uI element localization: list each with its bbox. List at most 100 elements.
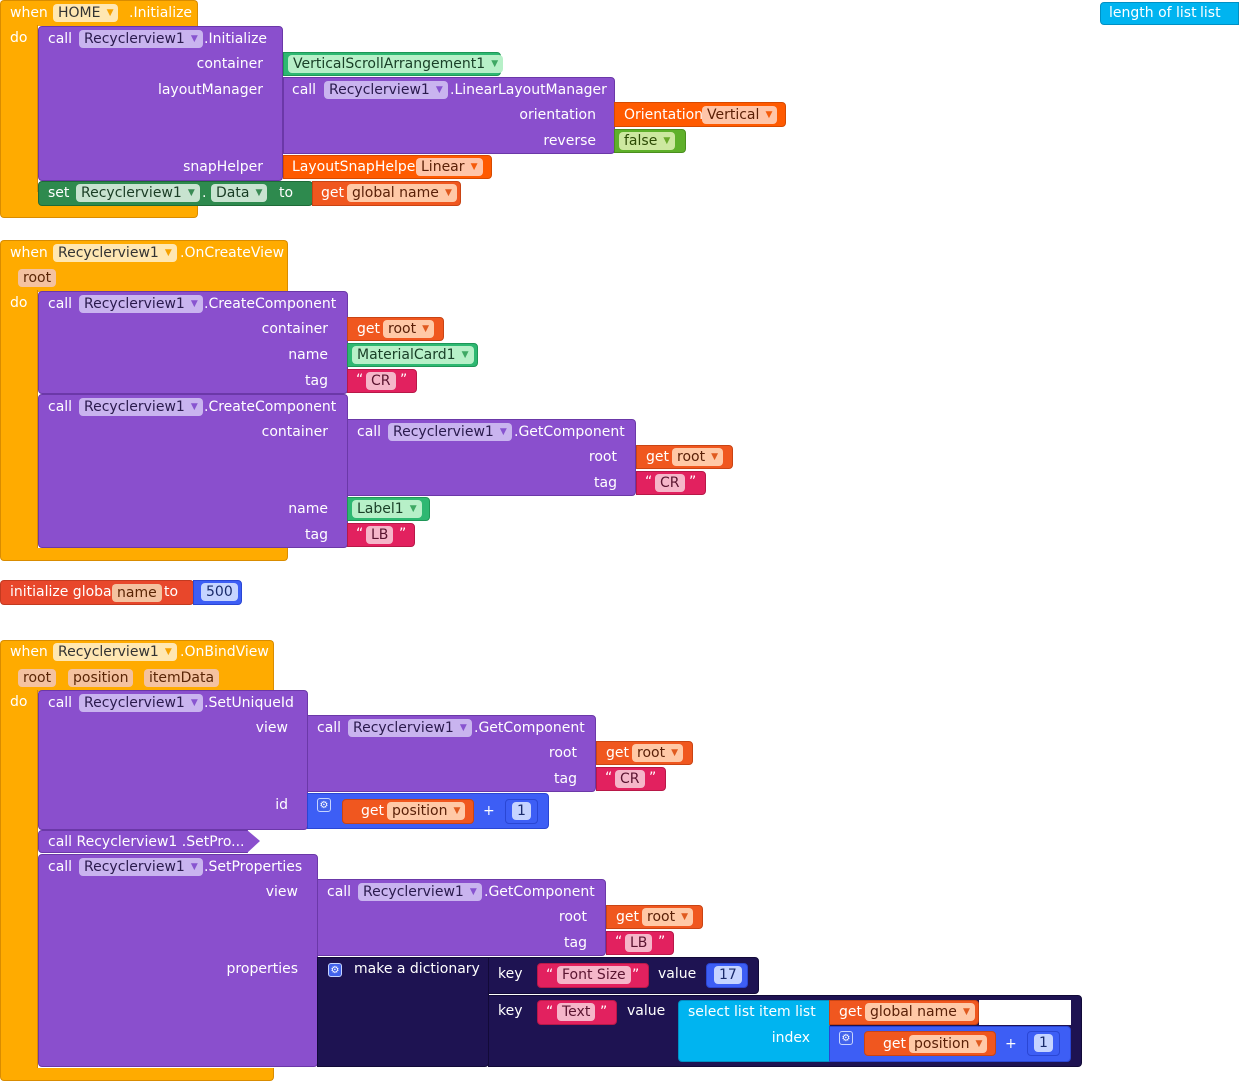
quote-open-icon: “ [615, 934, 623, 950]
dot-label: . [202, 185, 207, 201]
name-label-2: name [288, 501, 328, 517]
component-dropdown-verticalscroll[interactable]: VerticalScrollArrangement1 [288, 55, 504, 73]
reverse-label: reverse [543, 133, 596, 149]
global-var-name-field[interactable]: name [112, 584, 162, 602]
when-home-initialize-body [0, 25, 38, 193]
get-label-7: get [839, 1004, 862, 1020]
recyclerview-dropdown-4[interactable]: Recyclerview1 [79, 398, 203, 416]
get-label-4: get [606, 745, 629, 761]
snap-dropdown[interactable]: Linear [416, 158, 483, 176]
mutator-gear-icon-3[interactable]: ⚙ [839, 1031, 853, 1045]
text-cr[interactable]: CR [366, 372, 396, 390]
get-label-2: get [357, 321, 380, 337]
param-root[interactable]: root [18, 269, 57, 287]
set-label: set [48, 185, 70, 201]
orientation-dropdown[interactable]: Vertical [702, 106, 778, 124]
root-label-2: root [548, 745, 577, 761]
number-500[interactable]: 500 [201, 583, 238, 601]
recyclerview-dropdown-7[interactable]: Recyclerview1 [348, 719, 472, 737]
tag-label: tag [305, 373, 328, 389]
call-initialize-block[interactable] [38, 26, 283, 181]
text-font-size[interactable]: Font Size [557, 966, 631, 984]
text-cr-3[interactable]: CR [615, 770, 645, 788]
recyclerview-dropdown-3[interactable]: Recyclerview1 [79, 295, 203, 313]
variable-dropdown-position[interactable]: position [387, 802, 466, 820]
text-cr-2[interactable]: CR [655, 474, 685, 492]
call-label-2: call [292, 82, 317, 98]
method-initialize: .Initialize [204, 31, 268, 47]
collapsed-block-label: call Recyclerview1 .SetPro... [48, 834, 245, 850]
event-name-initialize: .Initialize [129, 5, 193, 21]
recyclerview-dropdown-6[interactable]: Recyclerview1 [79, 694, 203, 712]
variable-dropdown-global-name-2[interactable]: global name [865, 1003, 975, 1021]
make-dictionary-block[interactable] [317, 957, 489, 1067]
plus-operator-2: + [1005, 1036, 1017, 1052]
variable-dropdown-root[interactable]: root [383, 320, 435, 338]
recyclerview-dropdown-9[interactable]: Recyclerview1 [358, 883, 482, 901]
id-label: id [275, 797, 288, 813]
param-itemdata[interactable]: itemData [144, 669, 220, 687]
component-dropdown-materialcard[interactable]: MaterialCard1 [352, 346, 474, 364]
container-label: container [196, 56, 263, 72]
text-text[interactable]: Text [557, 1003, 596, 1021]
variable-dropdown-position-2[interactable]: position [909, 1035, 988, 1053]
number-17[interactable]: 17 [714, 966, 742, 984]
layoutmanager-label: layoutManager [157, 82, 263, 98]
set-property-dropdown[interactable]: Data [211, 184, 268, 202]
number-1-2[interactable]: 1 [1034, 1034, 1053, 1052]
recyclerview-dropdown[interactable]: Recyclerview1 [79, 30, 203, 48]
mutator-gear-icon[interactable]: ⚙ [317, 798, 331, 812]
call-label-9: call [327, 884, 352, 900]
value-label-2: value [627, 1003, 666, 1019]
quote-open-icon: “ [356, 372, 364, 388]
quote-close-icon: ” [400, 372, 408, 388]
variable-dropdown-root-3[interactable]: root [632, 744, 684, 762]
method-create-component-2: .CreateComponent [204, 399, 337, 415]
create-component-block-2[interactable] [38, 394, 348, 548]
recyclerview-dropdown-8[interactable]: Recyclerview1 [79, 858, 203, 876]
when-oncreateview-body [0, 290, 38, 552]
do-label-2: do [10, 295, 28, 311]
call-label-3: call [48, 296, 73, 312]
text-lb[interactable]: LB [366, 526, 394, 544]
list-socket-label: list [1200, 5, 1221, 21]
mutator-gear-icon-2[interactable]: ⚙ [328, 963, 342, 977]
root-label: root [588, 449, 617, 465]
when-label-2: when [10, 245, 48, 261]
variable-dropdown-root-4[interactable]: root [642, 908, 694, 926]
method-set-unique-id: .SetUniqueId [204, 695, 294, 711]
text-lb-2[interactable]: LB [625, 934, 653, 952]
param-position[interactable]: position [68, 669, 134, 687]
variable-dropdown-global-name[interactable]: global name [347, 184, 457, 202]
view-label-2: view [265, 884, 298, 900]
get-label-8: get [883, 1036, 906, 1052]
tag-label-4: tag [554, 771, 577, 787]
component-dropdown-home[interactable]: HOME [53, 4, 119, 22]
call-label-4: call [48, 399, 73, 415]
recyclerview-dropdown-5[interactable]: Recyclerview1 [388, 423, 512, 441]
set-properties-block[interactable] [38, 854, 318, 1067]
do-label: do [10, 30, 28, 46]
select-list-item-block[interactable] [678, 1000, 830, 1062]
quote-close-icon: ” [399, 526, 407, 542]
quote-open-icon: “ [546, 967, 554, 983]
index-label: index [771, 1030, 810, 1046]
variable-dropdown-root-2[interactable]: root [672, 448, 724, 466]
container-label-2: container [261, 321, 328, 337]
orientation-helper-label: Orientation [624, 107, 704, 123]
quote-close-icon: ” [689, 474, 697, 490]
method-get-component-3: .GetComponent [484, 884, 595, 900]
set-component-dropdown[interactable]: Recyclerview1 [76, 184, 200, 202]
boolean-dropdown-false[interactable]: false [619, 132, 676, 150]
root-label-3: root [558, 909, 587, 925]
component-dropdown-recyclerview-2[interactable]: Recyclerview1 [53, 643, 177, 661]
component-dropdown-label1[interactable]: Label1 [352, 500, 422, 518]
param-root-2[interactable]: root [18, 669, 57, 687]
method-get-component: .GetComponent [514, 424, 625, 440]
snap-helper-label: LayoutSnapHelper [292, 159, 422, 175]
get-label-6: get [616, 909, 639, 925]
number-1[interactable]: 1 [512, 802, 531, 820]
recyclerview-dropdown-2[interactable]: Recyclerview1 [324, 81, 448, 99]
call-label-8: call [48, 859, 73, 875]
component-dropdown-recyclerview[interactable]: Recyclerview1 [53, 244, 177, 262]
